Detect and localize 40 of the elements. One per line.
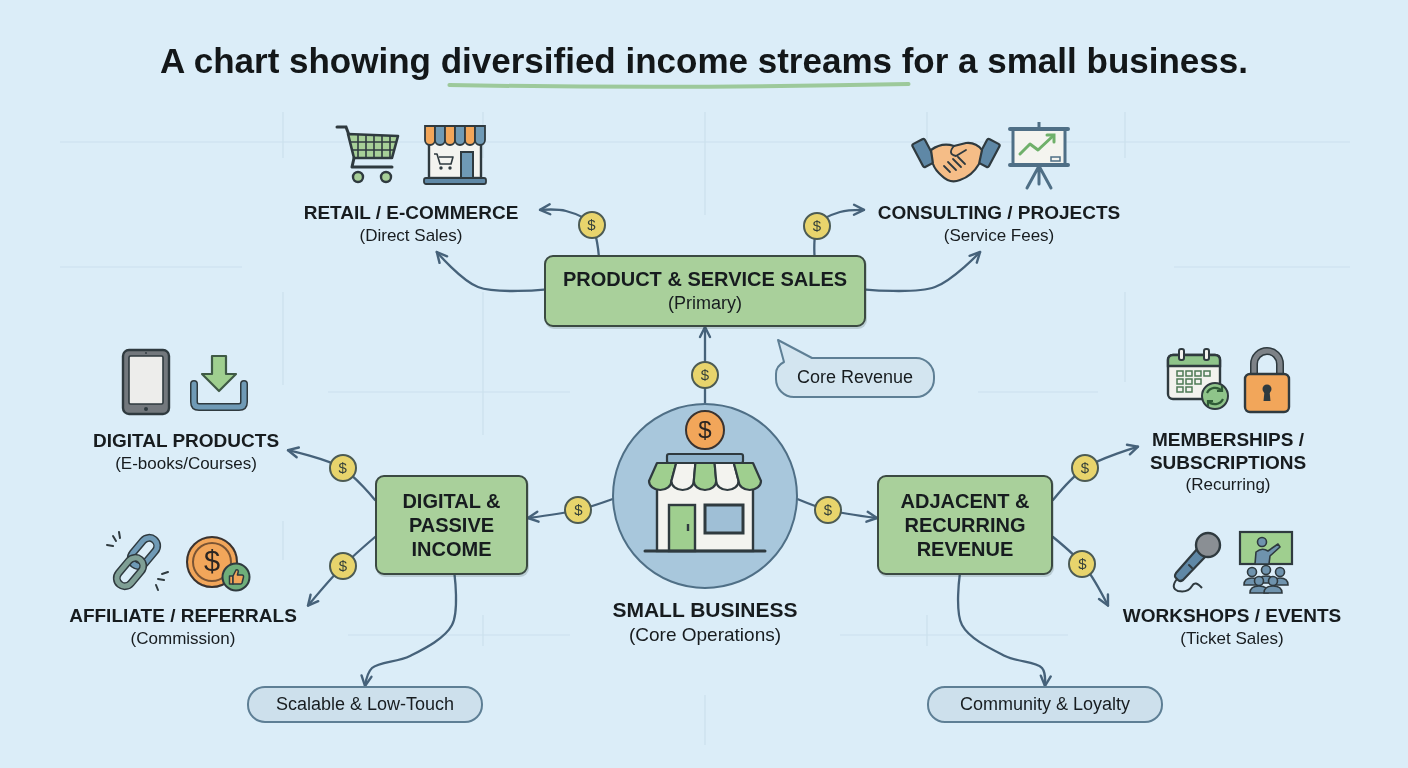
category-box	[375, 475, 528, 575]
coin-label: $	[328, 454, 357, 483]
arrow	[435, 250, 546, 293]
business-title: SMALL BUSINESS	[612, 597, 798, 623]
stream-title: CONSULTING / PROJECTS	[877, 202, 1121, 225]
stream-title: DIGITAL PRODUCTS	[92, 430, 280, 453]
coin-label: $	[564, 495, 593, 524]
category-box	[544, 255, 866, 327]
stream-subtitle: (E-books/Courses)	[115, 452, 257, 475]
tag-pill	[927, 686, 1163, 723]
coin-label: $	[691, 360, 719, 389]
coin-label: $	[1068, 550, 1097, 578]
coin-label: $	[1070, 454, 1099, 483]
category-subtitle: (Primary)	[668, 291, 742, 315]
business-subtitle: (Core Operations)	[628, 623, 782, 648]
stream-subtitle: (Ticket Sales)	[1180, 627, 1284, 650]
stream-subtitle: (Recurring)	[1185, 473, 1271, 496]
arrow	[956, 573, 1052, 688]
stream-title: RETAIL / E-COMMERCE	[303, 202, 519, 225]
stream-subtitle: (Commission)	[130, 627, 236, 650]
category-title: ADJACENT & RECURRING REVENUE	[899, 489, 1031, 561]
tag-text: Scalable & Low-Touch	[275, 693, 455, 716]
coin-label: $	[802, 212, 831, 241]
coin-label: $	[813, 495, 842, 524]
title: A chart showing diversified income streams for a small business.	[160, 40, 1248, 82]
category-title: PRODUCT & SERVICE SALES	[562, 266, 848, 291]
category-title: DIGITAL & PASSIVE INCOME	[401, 489, 502, 561]
callout-text: Core Revenue	[796, 366, 914, 389]
tag-pill	[247, 686, 483, 723]
stream-subtitle: (Direct Sales)	[359, 224, 463, 247]
coin-label: $	[328, 552, 357, 580]
stream-title: WORKSHOPS / EVENTS	[1122, 605, 1342, 628]
arrow	[360, 573, 458, 688]
stream-subtitle: (Service Fees)	[943, 224, 1055, 247]
stream-title: MEMBERSHIPS / SUBSCRIPTIONS	[1148, 429, 1308, 474]
category-box	[877, 475, 1053, 575]
tag-text: Community & Loyalty	[959, 693, 1131, 716]
stream-title: AFFILIATE / REFERRALS	[69, 605, 297, 628]
arrow	[864, 250, 982, 293]
coin-label: $	[577, 210, 606, 239]
